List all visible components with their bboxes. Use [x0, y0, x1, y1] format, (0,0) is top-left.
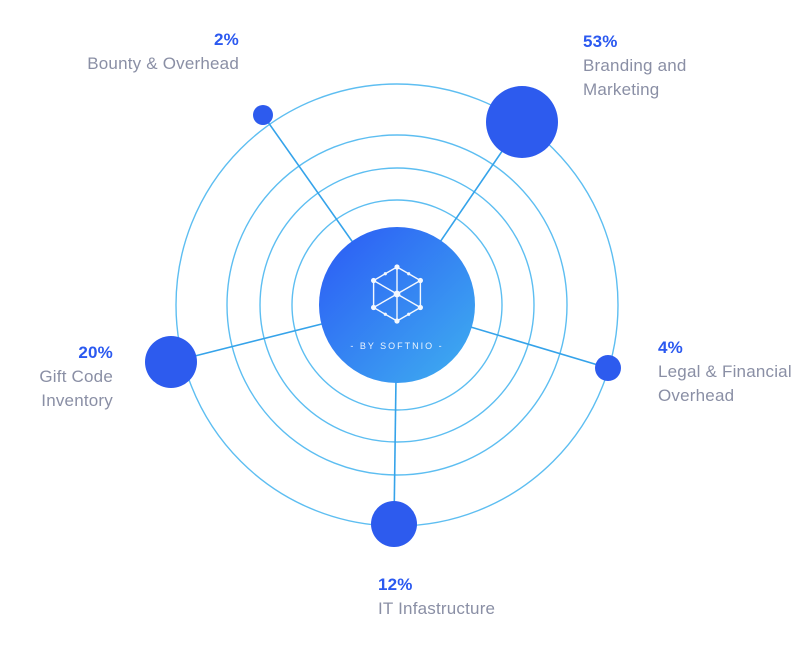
segment-name-branding-line2: Marketing [583, 80, 660, 99]
segment-label-gift: 20% Gift Code Inventory [13, 341, 113, 413]
segment-percent-branding: 53% [583, 32, 618, 51]
segment-label-it: 12% IT Infastructure [378, 573, 568, 621]
segment-percent-bounty: 2% [214, 30, 239, 49]
segment-name-it: IT Infastructure [378, 599, 496, 618]
dot-branding-53pct [486, 86, 558, 158]
brand-caption: - BY SOFTNIO - [350, 341, 443, 351]
segment-label-bounty: 2% Bounty & Overhead [57, 28, 239, 76]
orbit-ring-2 [259, 167, 535, 443]
dot-it-12pct [371, 501, 417, 547]
hexagon-network-icon [371, 264, 423, 324]
segment-name-gift-line2: Inventory [41, 391, 113, 410]
dot-bounty-2pct [253, 105, 273, 125]
segment-name-branding-line1: Branding and [583, 56, 687, 75]
segment-label-branding: 53% Branding and Marketing [583, 30, 773, 102]
orbit-ring-1 [291, 199, 503, 411]
orbit-ring-3 [226, 134, 568, 476]
segment-percent-legal: 4% [658, 338, 683, 357]
segment-percent-it: 12% [378, 575, 413, 594]
segment-name-legal-line2: Overhead [658, 386, 735, 405]
segment-name-legal-line1: Legal & Financial [658, 362, 792, 381]
segment-label-legal: 4% Legal & Financial Overhead [658, 336, 808, 408]
segment-name-bounty: Bounty & Overhead [87, 54, 239, 73]
dot-gift-20pct [145, 336, 197, 388]
dot-legal-4pct [595, 355, 621, 381]
segment-name-gift-line1: Gift Code [39, 367, 113, 386]
segment-percent-gift: 20% [78, 343, 113, 362]
